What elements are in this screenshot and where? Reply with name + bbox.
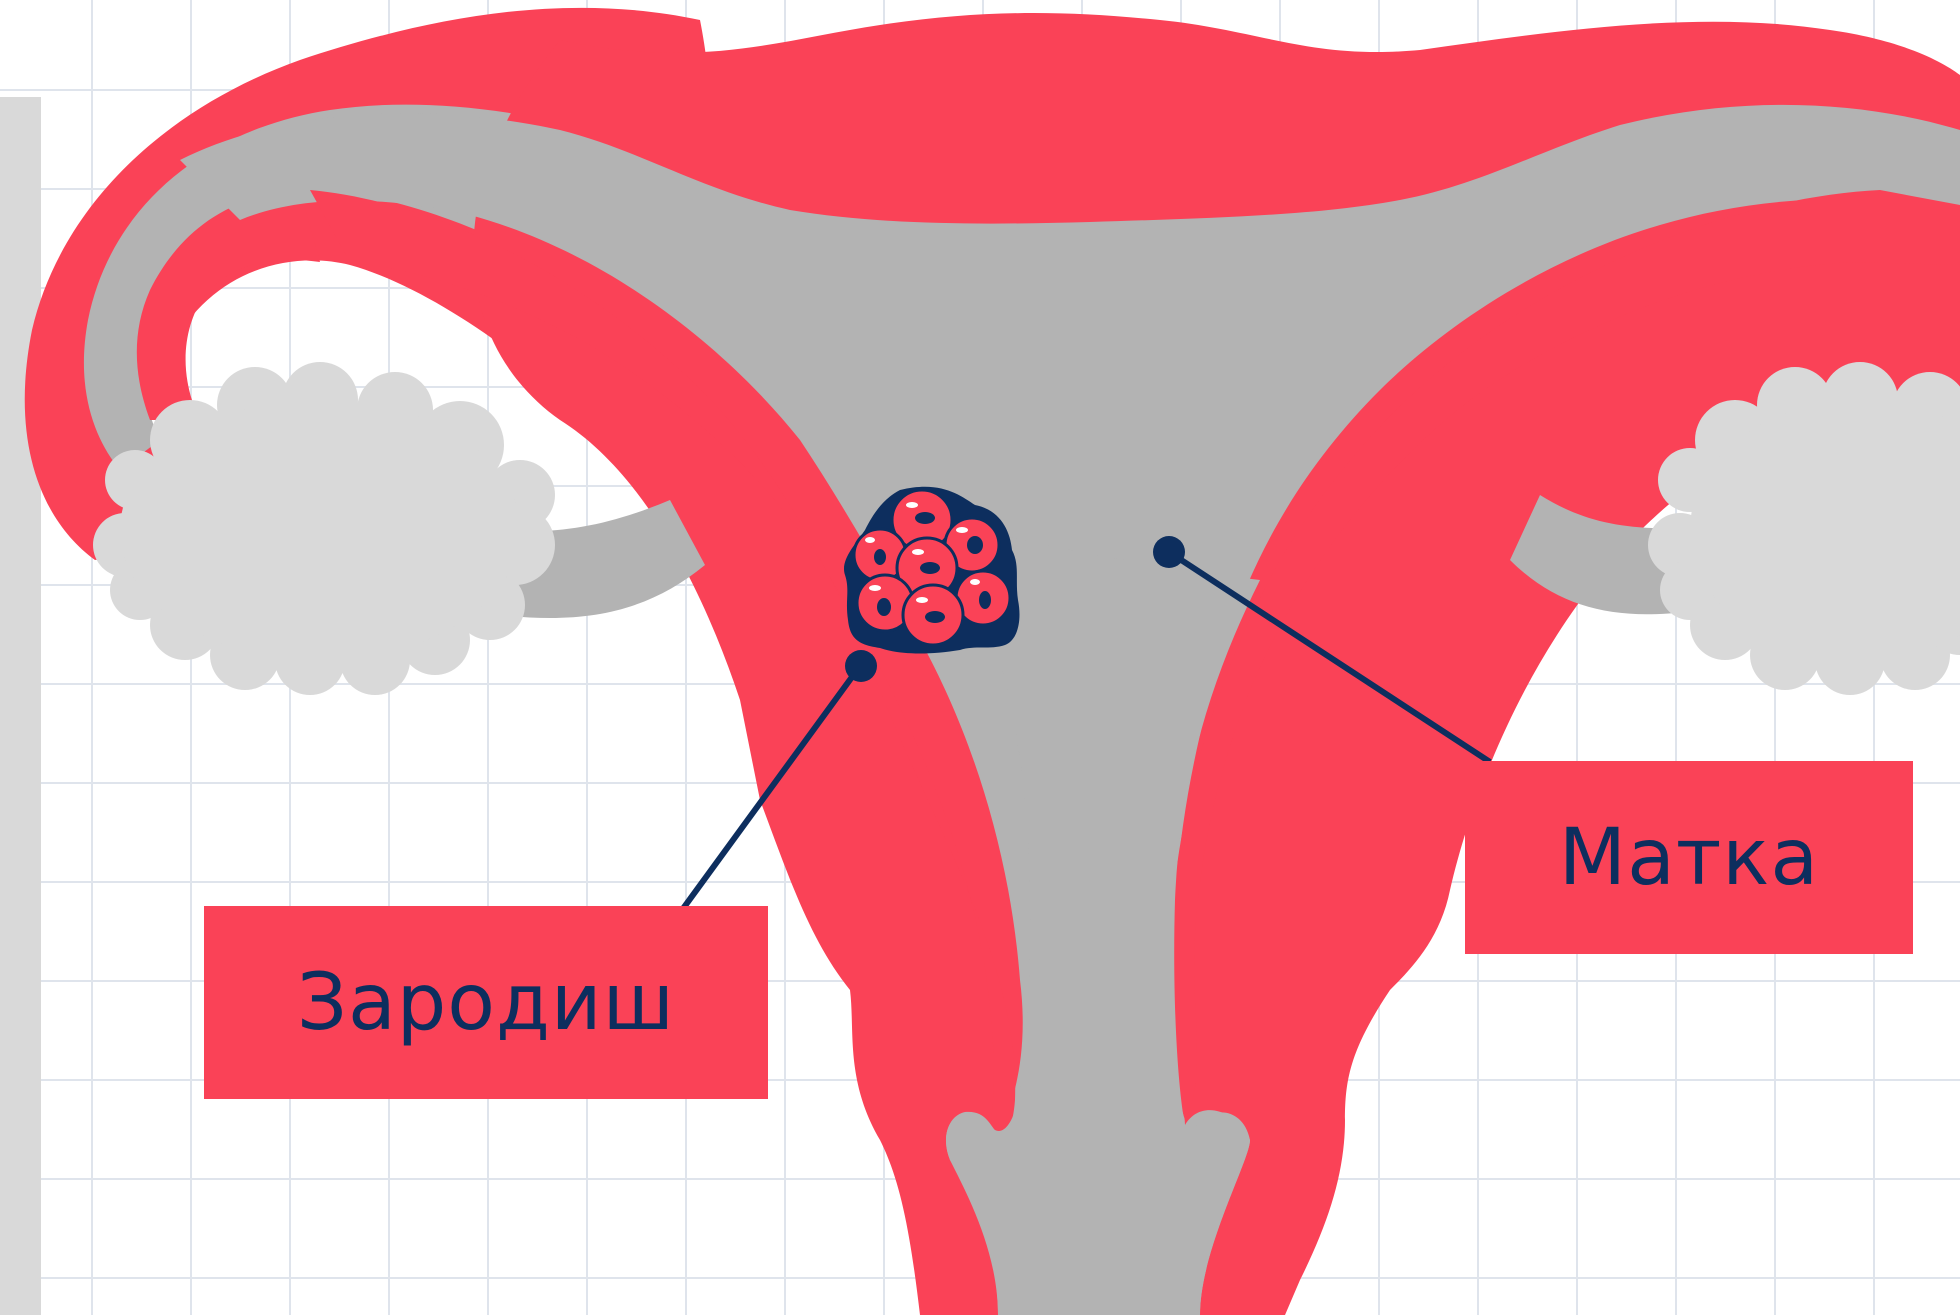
uterus-label-box: Матка — [1465, 761, 1913, 954]
embryo-label-box: Зародиш — [204, 906, 768, 1099]
embryo-label: Зародиш — [297, 958, 675, 1048]
uterus-label: Матка — [1559, 813, 1819, 903]
left-edge-bar — [0, 97, 41, 1315]
